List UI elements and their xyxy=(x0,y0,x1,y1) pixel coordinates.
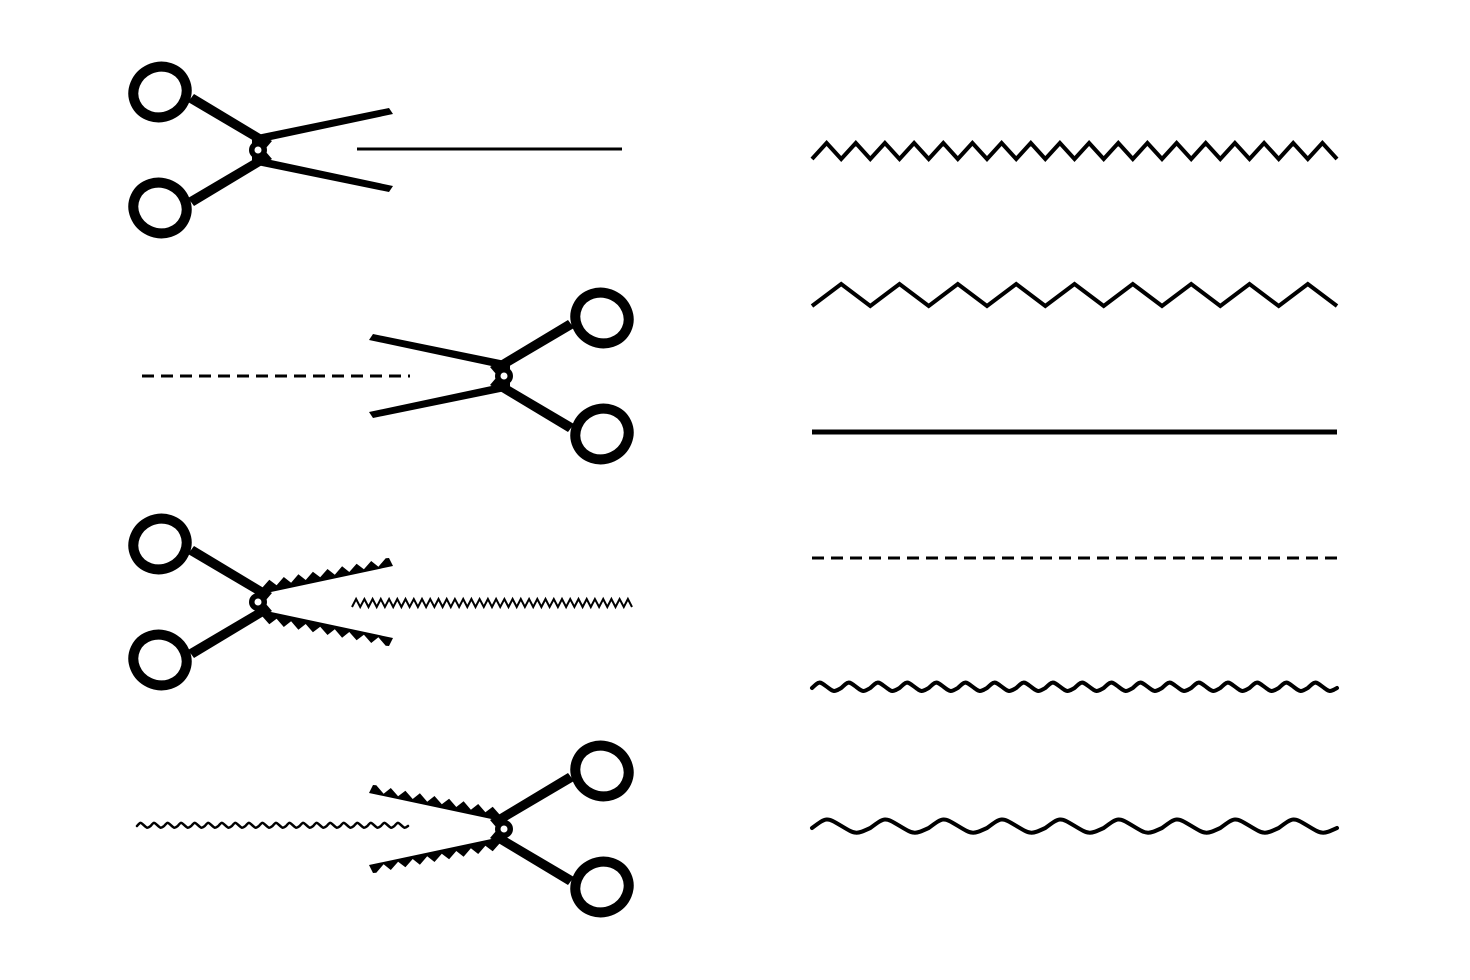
coarse-wavy-line xyxy=(810,817,1339,835)
scissors-straight-solid-cut xyxy=(128,61,622,239)
cut-line-styles xyxy=(810,140,1339,835)
scissors-wavy-blade-icon xyxy=(369,740,634,918)
coarse-zigzag-line xyxy=(810,281,1339,309)
scissors-straight-dashed-cut xyxy=(142,287,634,465)
scissors-sets xyxy=(128,61,634,918)
fine-zigzag-line xyxy=(810,140,1339,162)
scissors-zigzag-blade-icon xyxy=(128,513,393,691)
fine-wavy-line xyxy=(810,680,1339,693)
scissors-straight-solid-icon xyxy=(128,61,393,239)
scissors-zigzag-blade-cut-line xyxy=(351,596,633,610)
scissors-straight-dashed-icon xyxy=(369,287,634,465)
scissors-zigzag-blade-cut xyxy=(128,513,633,691)
scissors-wavy-blade-cut xyxy=(135,740,634,918)
scissors-wavy-blade-cut-line xyxy=(135,821,410,829)
